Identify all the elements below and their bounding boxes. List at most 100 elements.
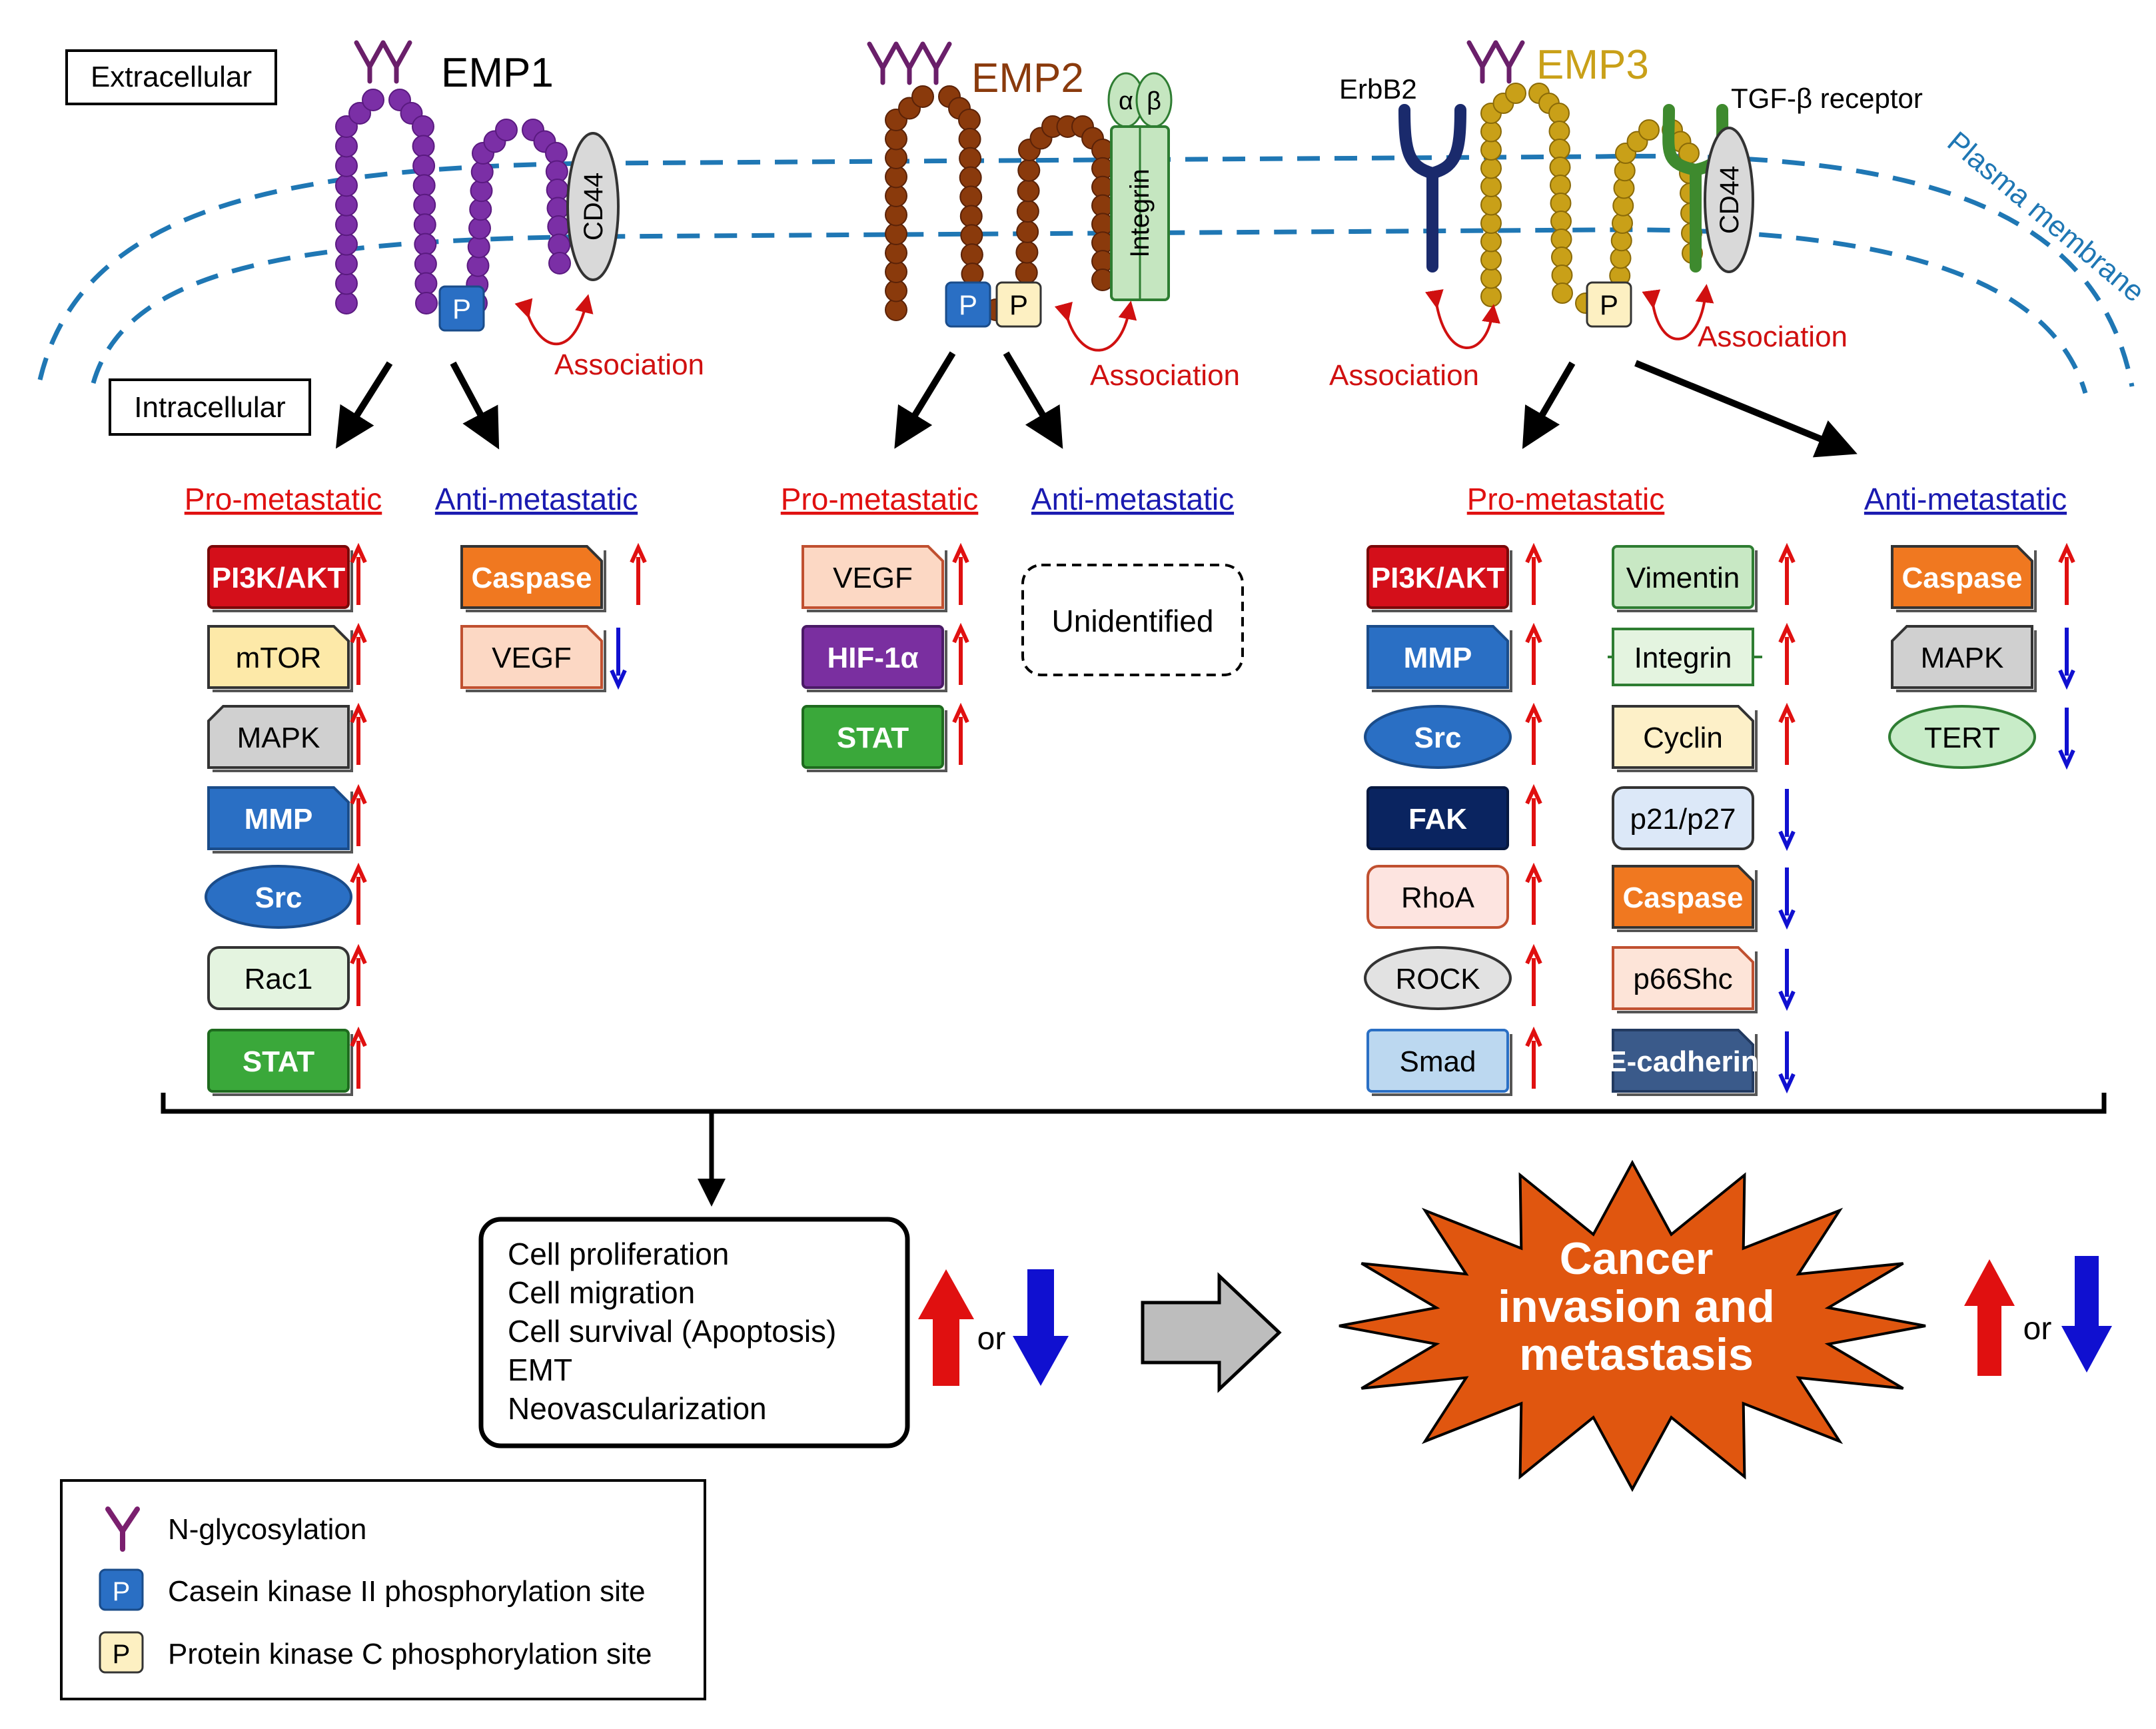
emp3-pro-header: Pro-metastatic xyxy=(1467,482,1665,516)
emp3-erbb2-association-arrow xyxy=(1424,288,1500,349)
amino-acid-bead xyxy=(412,154,436,177)
emp3-association-right: Association xyxy=(1698,320,1848,353)
molecule-label: HIF-1α xyxy=(827,642,918,674)
up-arrow-icon xyxy=(350,1026,367,1089)
amino-acid-bead xyxy=(1505,83,1526,104)
amino-acid-bead xyxy=(335,154,358,177)
molecule-rac1: Rac1 xyxy=(207,943,367,1010)
amino-acid-bead xyxy=(335,272,358,295)
emp3-anti-header: Anti-metastatic xyxy=(1864,482,2067,516)
emp2-pro-header: Pro-metastatic xyxy=(781,482,979,516)
pkc-site-icon: P xyxy=(99,1631,144,1674)
emp3-protein: ErbB2 EMP3 TGF-β receptor CD44 P Associa… xyxy=(1329,40,1923,392)
cd44-label: CD44 xyxy=(1715,166,1744,234)
amino-acid-bead xyxy=(1480,286,1502,307)
amino-acid-bead xyxy=(1480,157,1502,179)
down-arrow-icon xyxy=(2061,1256,2112,1373)
legend: N-glycosylation P Casein kinase II phosp… xyxy=(60,1479,706,1700)
amino-acid-bead xyxy=(1480,194,1502,216)
emp2-association-arrow xyxy=(1054,300,1137,352)
erbb2-receptor xyxy=(1398,104,1466,273)
down-arrow-icon xyxy=(1778,789,1796,852)
n-glycosylation-icon xyxy=(893,41,925,85)
emp3-pkc-site: P xyxy=(1586,281,1632,328)
amino-acid-bead xyxy=(1480,213,1502,234)
molecule-src: Src xyxy=(1364,702,1542,769)
n-glycosylation-icon xyxy=(1493,40,1525,84)
amino-acid-bead xyxy=(1016,200,1039,223)
outcome-item: EMT xyxy=(508,1353,572,1387)
molecule-mtor: mTOR xyxy=(207,622,367,692)
legend-ck2: Casein kinase II phosphorylation site xyxy=(168,1575,646,1608)
up-arrow-icon xyxy=(952,702,969,765)
svg-text:P: P xyxy=(1009,289,1028,320)
amino-acid-bead xyxy=(495,119,518,141)
molecule-fak: FAK xyxy=(1366,784,1542,850)
down-arrow-icon xyxy=(1013,1269,1069,1386)
amino-acid-bead xyxy=(885,298,907,321)
cd44-label: CD44 xyxy=(579,173,608,241)
outcome-item: Neovascularization xyxy=(508,1391,767,1426)
amino-acid-bead xyxy=(885,279,907,302)
amino-acid-bead xyxy=(911,85,934,108)
or-label-2: or xyxy=(2023,1311,2052,1347)
amino-acid-bead xyxy=(1016,220,1039,243)
svg-text:α: α xyxy=(1119,87,1133,115)
amino-acid-bead xyxy=(1017,179,1040,203)
emp2-anti-header: Anti-metastatic xyxy=(1031,482,1234,516)
emp3-title: EMP3 xyxy=(1536,42,1649,88)
amino-acid-bead xyxy=(335,233,358,256)
molecule-smad: Smad xyxy=(1366,1026,1542,1096)
cd44-emp3: CD44 xyxy=(1704,127,1754,273)
intracellular-box: Intracellular xyxy=(109,378,311,436)
amino-acid-bead xyxy=(961,263,984,286)
molecule-label: FAK xyxy=(1408,803,1467,836)
amino-acid-bead xyxy=(1480,249,1502,271)
molecule-src: Src xyxy=(205,862,367,929)
amino-acid-bead xyxy=(1015,261,1038,285)
down-arrow-icon xyxy=(610,628,627,690)
emp3-cd44-association-arrow xyxy=(1642,284,1714,340)
up-arrow-icon xyxy=(1525,784,1542,846)
erbb2-label: ErbB2 xyxy=(1339,73,1417,105)
amino-acid-bead xyxy=(885,165,907,189)
molecule-label: MMP xyxy=(245,803,313,836)
amino-acid-bead xyxy=(960,224,983,247)
molecule-label: STAT xyxy=(837,722,909,754)
up-arrow-icon xyxy=(1525,622,1542,685)
up-arrow-icon xyxy=(350,943,367,1006)
molecule-mmp: MMP xyxy=(1366,622,1542,692)
down-arrow-icon xyxy=(2058,708,2075,770)
emp1-ck2-site: P xyxy=(438,285,485,332)
signal-arrows xyxy=(335,351,1858,458)
up-arrow-icon xyxy=(1778,622,1796,685)
amino-acid-bead xyxy=(1550,193,1572,214)
amino-acid-bead xyxy=(885,127,907,151)
molecule-mapk: MAPK xyxy=(207,702,367,772)
up-arrow-icon xyxy=(350,784,367,846)
emp1-association: Association xyxy=(554,348,704,381)
molecule-pi3k-akt: PI3K/AKT xyxy=(207,542,367,612)
molecule-vegf: VEGF xyxy=(802,542,969,612)
amino-acid-bead xyxy=(1638,119,1660,141)
cancer-direction: or xyxy=(1964,1256,2112,1376)
amino-acid-bead xyxy=(414,233,437,256)
molecule-caspase: Caspase xyxy=(1891,542,2075,612)
amino-acid-bead xyxy=(412,115,434,138)
amino-acid-bead xyxy=(414,253,437,276)
amino-acid-bead xyxy=(959,147,982,170)
molecule-label: ROCK xyxy=(1395,963,1480,995)
emp1-beads xyxy=(335,40,571,314)
molecule-label: Vimentin xyxy=(1626,562,1740,594)
molecule-stat: STAT xyxy=(207,1026,367,1096)
n-glycosylation-icon xyxy=(1466,40,1498,84)
svg-text:P: P xyxy=(959,289,977,320)
amino-acid-bead xyxy=(362,89,384,111)
emp3-association-left: Association xyxy=(1329,359,1479,392)
svg-text:β: β xyxy=(1147,87,1161,115)
molecule-mmp: MMP xyxy=(207,784,367,854)
molecule-rhoa: RhoA xyxy=(1366,862,1542,929)
n-glycosylation-icon xyxy=(105,1506,140,1552)
amino-acid-bead xyxy=(1480,139,1502,161)
